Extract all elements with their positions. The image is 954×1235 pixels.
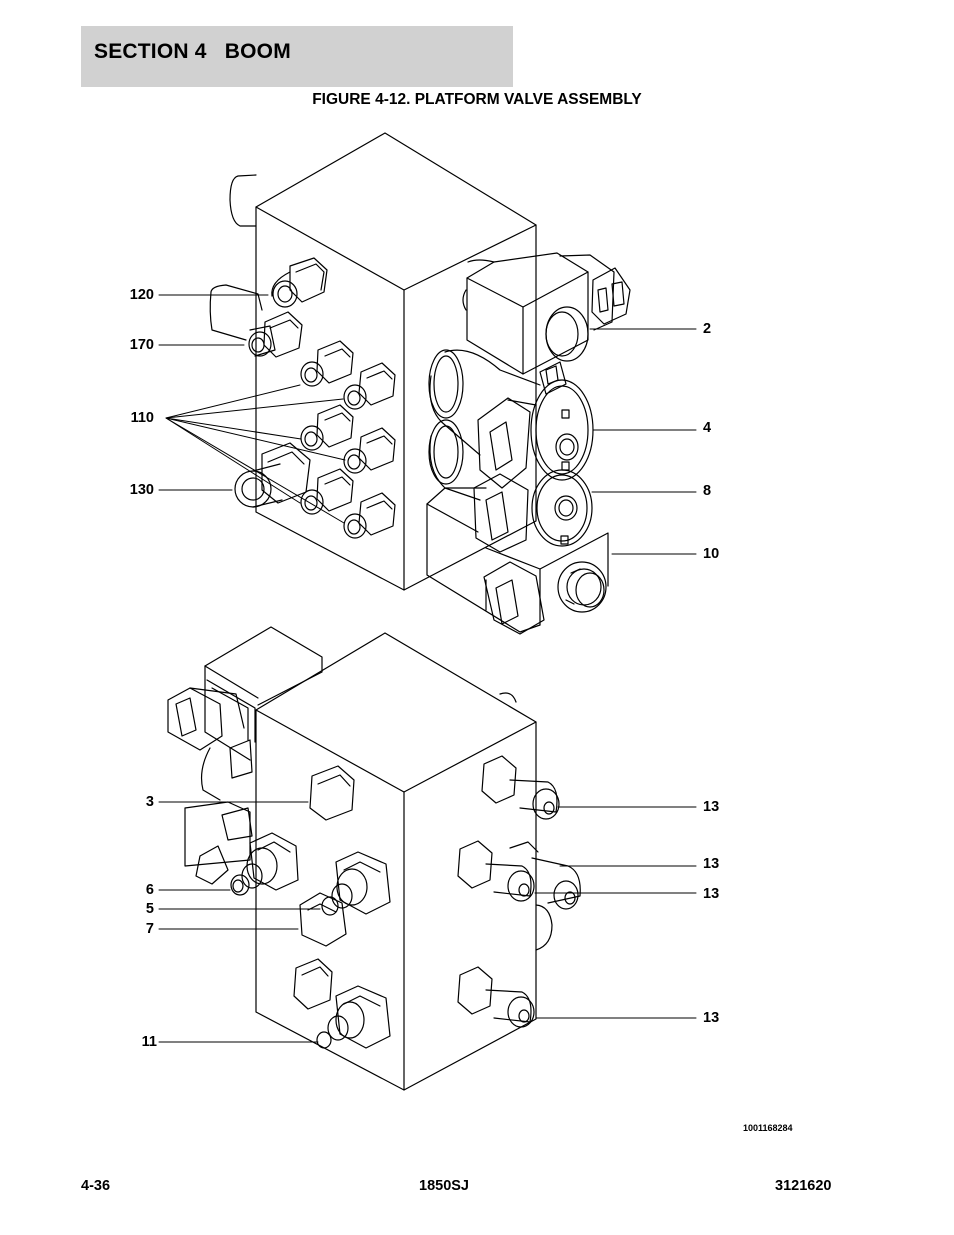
callout-13: 13	[703, 886, 720, 902]
callout-120: 120	[129, 287, 154, 303]
callout-170: 170	[129, 337, 154, 353]
callout-13: 13	[703, 1010, 720, 1026]
callout-130: 130	[129, 482, 154, 498]
footer-model: 1850SJ	[419, 1178, 469, 1194]
top-valve-block	[209, 132, 537, 591]
footer-manual-number: 3121620	[775, 1178, 832, 1194]
leader-lines	[158, 294, 697, 1043]
drawing-number: 1001168284	[743, 1123, 793, 1133]
callout-6: 6	[145, 882, 154, 898]
callout-4: 4	[703, 420, 712, 436]
callout-3: 3	[145, 794, 154, 810]
callout-110: 110	[130, 410, 154, 426]
callout-5: 5	[145, 901, 154, 917]
callout-2: 2	[703, 321, 712, 337]
callout-13: 13	[703, 799, 720, 815]
bottom-valve-block	[167, 626, 581, 1091]
callout-8: 8	[703, 483, 712, 499]
callout-13: 13	[703, 856, 720, 872]
section-banner	[81, 26, 513, 87]
callout-7: 7	[145, 921, 154, 937]
callout-11: 11	[141, 1034, 157, 1050]
section-title: SECTION 4 BOOM	[94, 40, 291, 63]
figure-title: FIGURE 4-12. PLATFORM VALVE ASSEMBLY	[312, 91, 642, 108]
footer-page-number: 4-36	[81, 1178, 111, 1194]
callout-10: 10	[703, 546, 720, 562]
top-solenoid-coils	[426, 252, 631, 635]
